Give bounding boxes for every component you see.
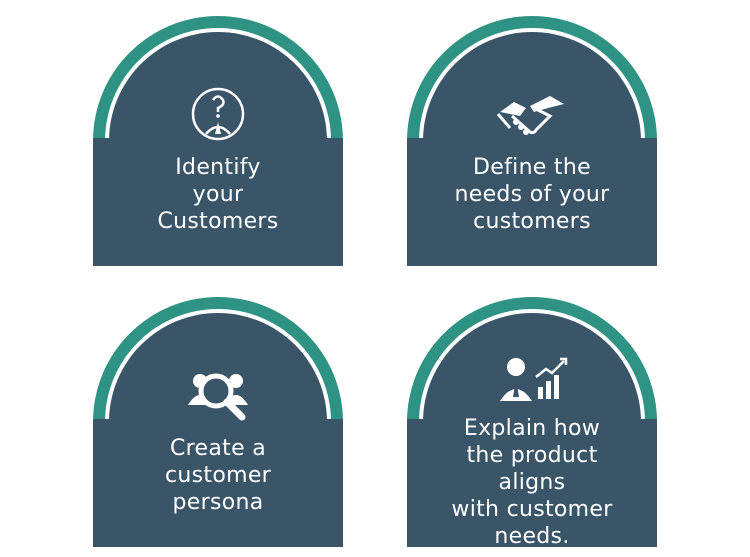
step-card-explain-alignment: Explain how the product aligns with cust… xyxy=(407,297,657,550)
label-line: Identify xyxy=(175,155,261,180)
step-label: Define the needs of your customers xyxy=(437,154,627,235)
person-question-icon xyxy=(178,74,258,154)
step-card-define-needs: Define the needs of your customers xyxy=(407,16,657,266)
step-label: Identify your Customers xyxy=(123,154,313,235)
label-line: with customer xyxy=(451,497,613,522)
step-label: Create a customer persona xyxy=(123,435,313,516)
label-line: needs of your xyxy=(454,182,610,207)
label-line: Create a xyxy=(170,436,266,461)
label-line: customer xyxy=(165,463,271,488)
card-background xyxy=(407,297,657,547)
card-background xyxy=(93,297,343,547)
step-card-identify-customers: Identify your Customers xyxy=(93,16,343,266)
label-line: your xyxy=(192,182,244,207)
handshake-icon xyxy=(492,74,572,154)
label-line: persona xyxy=(172,490,264,515)
card-background xyxy=(407,16,657,266)
step-card-create-persona: Create a customer persona xyxy=(93,297,343,547)
label-line: the product aligns xyxy=(466,443,598,495)
label-line: Define the xyxy=(473,155,591,180)
label-line: Explain how xyxy=(463,416,601,441)
label-line: customers xyxy=(473,209,591,234)
magnifier-people-icon xyxy=(178,355,258,435)
step-label: Explain how the product aligns with cust… xyxy=(437,415,627,550)
card-background xyxy=(93,16,343,266)
presenter-growth-chart-icon xyxy=(492,347,572,427)
label-line: needs. xyxy=(494,524,570,549)
label-line: Customers xyxy=(157,209,279,234)
